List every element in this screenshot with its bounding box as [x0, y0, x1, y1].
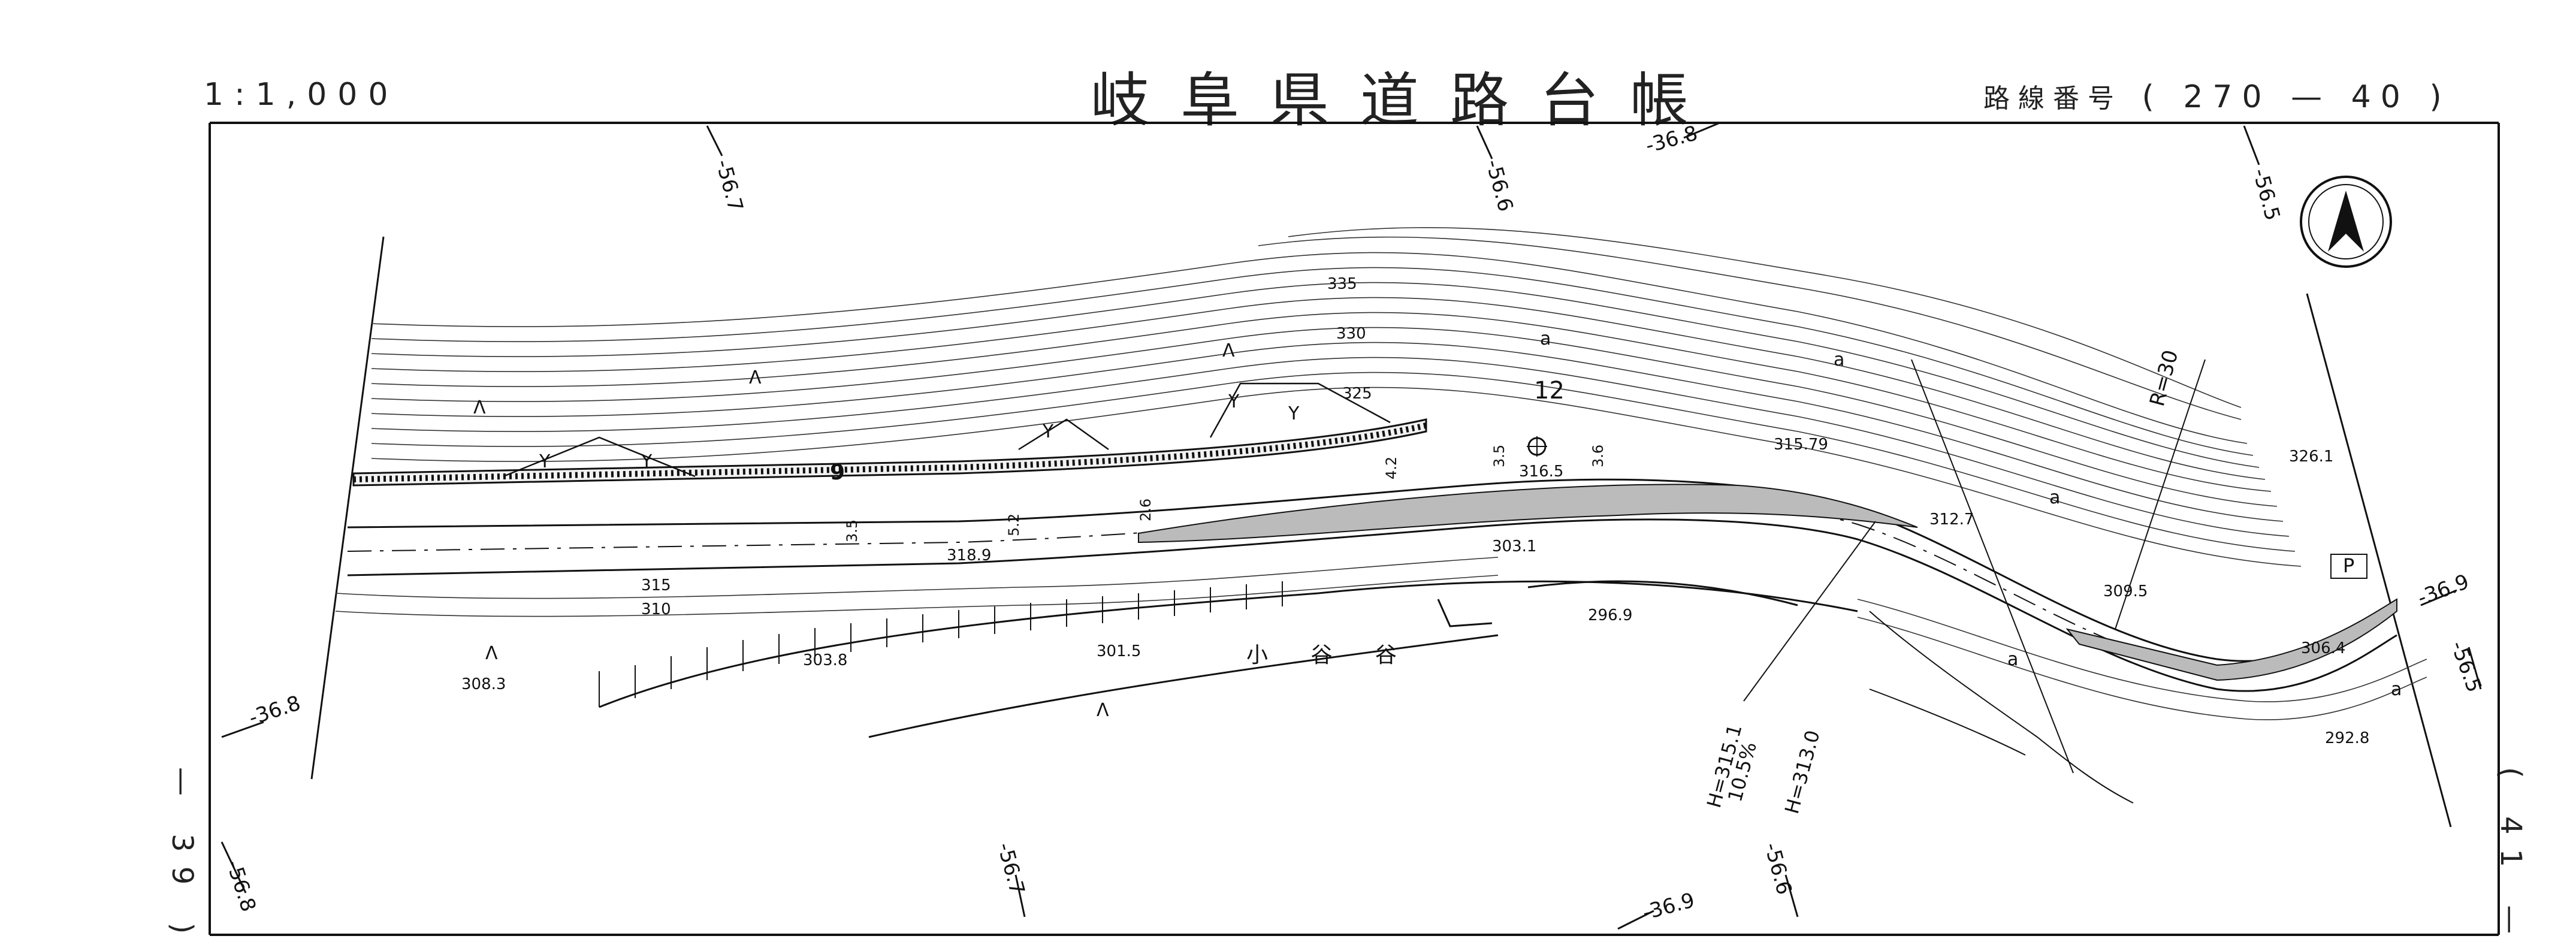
orchard-mark: Y	[1228, 391, 1240, 412]
landmark-mark: a	[1540, 328, 1551, 349]
elevation-315-79: 315.79	[1774, 436, 1828, 454]
contour-lines-upper	[371, 227, 2302, 567]
orchard-mark: Y	[1288, 403, 1300, 424]
stream-channel	[599, 580, 1858, 738]
road-width-labels: 3.5 5.2 2.6 4.2 3.5 3.6	[844, 445, 1606, 542]
grid-label-right-1: -36.9	[2414, 570, 2472, 611]
orchard-mark: Y	[1042, 421, 1054, 442]
grid-label-right-2: -56.5	[2446, 638, 2487, 695]
elevation-330: 330	[1336, 325, 1366, 343]
forest-mark: Λ	[485, 643, 498, 664]
elevation-335: 335	[1327, 275, 1357, 293]
terrain-features	[503, 382, 1391, 478]
grid-label-left: -36.8	[246, 691, 303, 730]
elevation-296-9: 296.9	[1588, 606, 1632, 624]
elevation-labels: 335 330 325 315 310 316.5 315.79 318.9 3…	[461, 275, 2369, 747]
contour-lines-lower	[335, 557, 2427, 720]
elevation-292-8: 292.8	[2325, 729, 2369, 747]
route-number-value: ( 270 — 40 )	[2142, 79, 2451, 115]
forest-mark: Λ	[1097, 700, 1109, 721]
retaining-wall	[352, 418, 1427, 487]
landmark-mark: a	[2391, 679, 2402, 700]
elevation-h2: H=313.0	[1780, 728, 1825, 816]
elevation-310: 310	[641, 600, 671, 618]
elevation-325: 325	[1342, 385, 1372, 403]
elevation-326-1: 326.1	[2289, 448, 2333, 466]
elevation-308-3: 308.3	[461, 675, 506, 693]
forest-mark: Λ	[749, 367, 762, 388]
elevation-303-1: 303.1	[1492, 538, 1536, 555]
grid-label-bottom-3: -36.9	[1640, 888, 1697, 925]
road-median	[1138, 484, 2397, 681]
sheet-boundaries	[310, 236, 2452, 828]
landmark-mark: a	[1834, 349, 1844, 370]
elevation-318-9: 318.9	[947, 547, 991, 564]
route-number: 路線番号 ( 270 — 40 )	[1983, 77, 2451, 115]
road-width: 4.2	[1383, 457, 1400, 479]
elevation-306-4: 306.4	[2301, 639, 2345, 657]
road-width: 3.5	[1491, 445, 1508, 467]
elevation-316-5: 316.5	[1519, 463, 1563, 481]
road-width: 3.5	[844, 520, 860, 542]
grid-label-bottom-2: -56.7	[992, 840, 1029, 897]
grid-label-top-3: -36.8	[1643, 121, 1700, 158]
grid-label-top-4: -56.5	[2248, 166, 2284, 223]
forest-mark: Λ	[473, 397, 486, 418]
grid-label-top-2: -56.6	[1481, 157, 1517, 214]
map-frame	[209, 122, 2500, 936]
river-name: 小 谷 谷	[1246, 643, 1415, 668]
grid-label-top-1: -56.7	[711, 157, 747, 214]
road-width: 3.6	[1590, 445, 1606, 467]
road-width: 5.2	[1005, 514, 1022, 536]
grid-label-bottom-4: -56.6	[1759, 840, 1796, 897]
forest-mark: Λ	[1222, 340, 1235, 361]
bluff-hachures	[1869, 611, 2134, 804]
landmark-mark: a	[2007, 649, 2018, 670]
orchard-mark: Y	[539, 451, 551, 472]
map-symbols: Y Y Y Y Y Λ Λ Λ Λ Λ a a a a a	[473, 328, 2402, 721]
station-9: 9	[830, 460, 845, 485]
elevation-309-5: 309.5	[2103, 582, 2148, 600]
station-12: 12	[1534, 377, 1565, 404]
adjacent-sheet-left: — 39 )	[165, 767, 199, 948]
route-number-label: 路線番号	[1983, 83, 2122, 114]
map-scale: 1:1,000	[204, 77, 399, 113]
landmark-mark: a	[2049, 487, 2060, 508]
elevation-301-5: 301.5	[1097, 642, 1141, 660]
grid-label-bottom-1: -56.8	[221, 857, 260, 914]
elevation-315: 315	[641, 576, 671, 594]
elevation-312-7: 312.7	[1929, 511, 1974, 529]
grid-ticks	[221, 122, 2482, 930]
north-arrow-icon	[2300, 176, 2392, 268]
parking-symbol: P	[2343, 554, 2354, 577]
road-width: 2.6	[1137, 499, 1154, 521]
elevation-303-8: 303.8	[803, 651, 847, 669]
orchard-mark: Y	[641, 451, 653, 472]
